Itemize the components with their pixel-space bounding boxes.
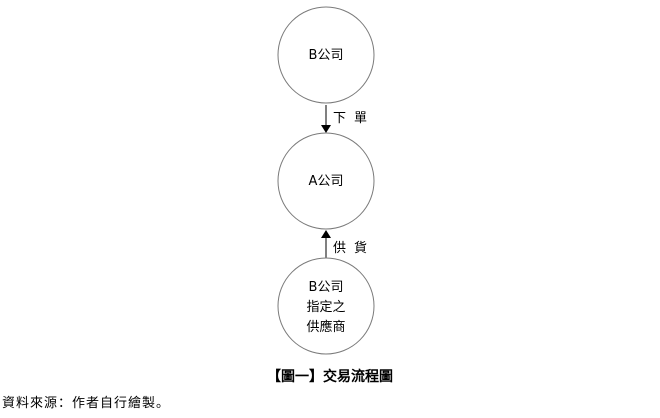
node-b-company-circle [277, 6, 375, 104]
edge-supply-label: 供貨 [333, 240, 375, 256]
node-a-company: A公司 [277, 132, 375, 230]
node-a-company-label: A公司 [309, 174, 344, 189]
node-b-company-label: B公司 [309, 48, 344, 63]
figure-caption: 【圖一】交易流程圖 [267, 369, 393, 385]
arrow-up-icon [321, 230, 331, 238]
node-a-company-circle [277, 132, 375, 230]
figure-source: 資料來源：作者自行繪製。 [2, 396, 171, 411]
node-designated-supplier-circle [277, 257, 375, 355]
arrow-down-icon [321, 125, 331, 133]
node-supplier-line-3: 供應商 [306, 319, 345, 335]
edge-order: 下單 [321, 105, 375, 133]
node-supplier-line-1: B公司 [309, 280, 344, 295]
node-b-company: B公司 [277, 6, 375, 104]
edge-order-label: 下單 [333, 111, 375, 126]
node-designated-supplier: B公司 指定之 供應商 [277, 257, 375, 355]
edge-supply: 供貨 [321, 230, 375, 258]
node-supplier-line-2: 指定之 [306, 300, 345, 315]
